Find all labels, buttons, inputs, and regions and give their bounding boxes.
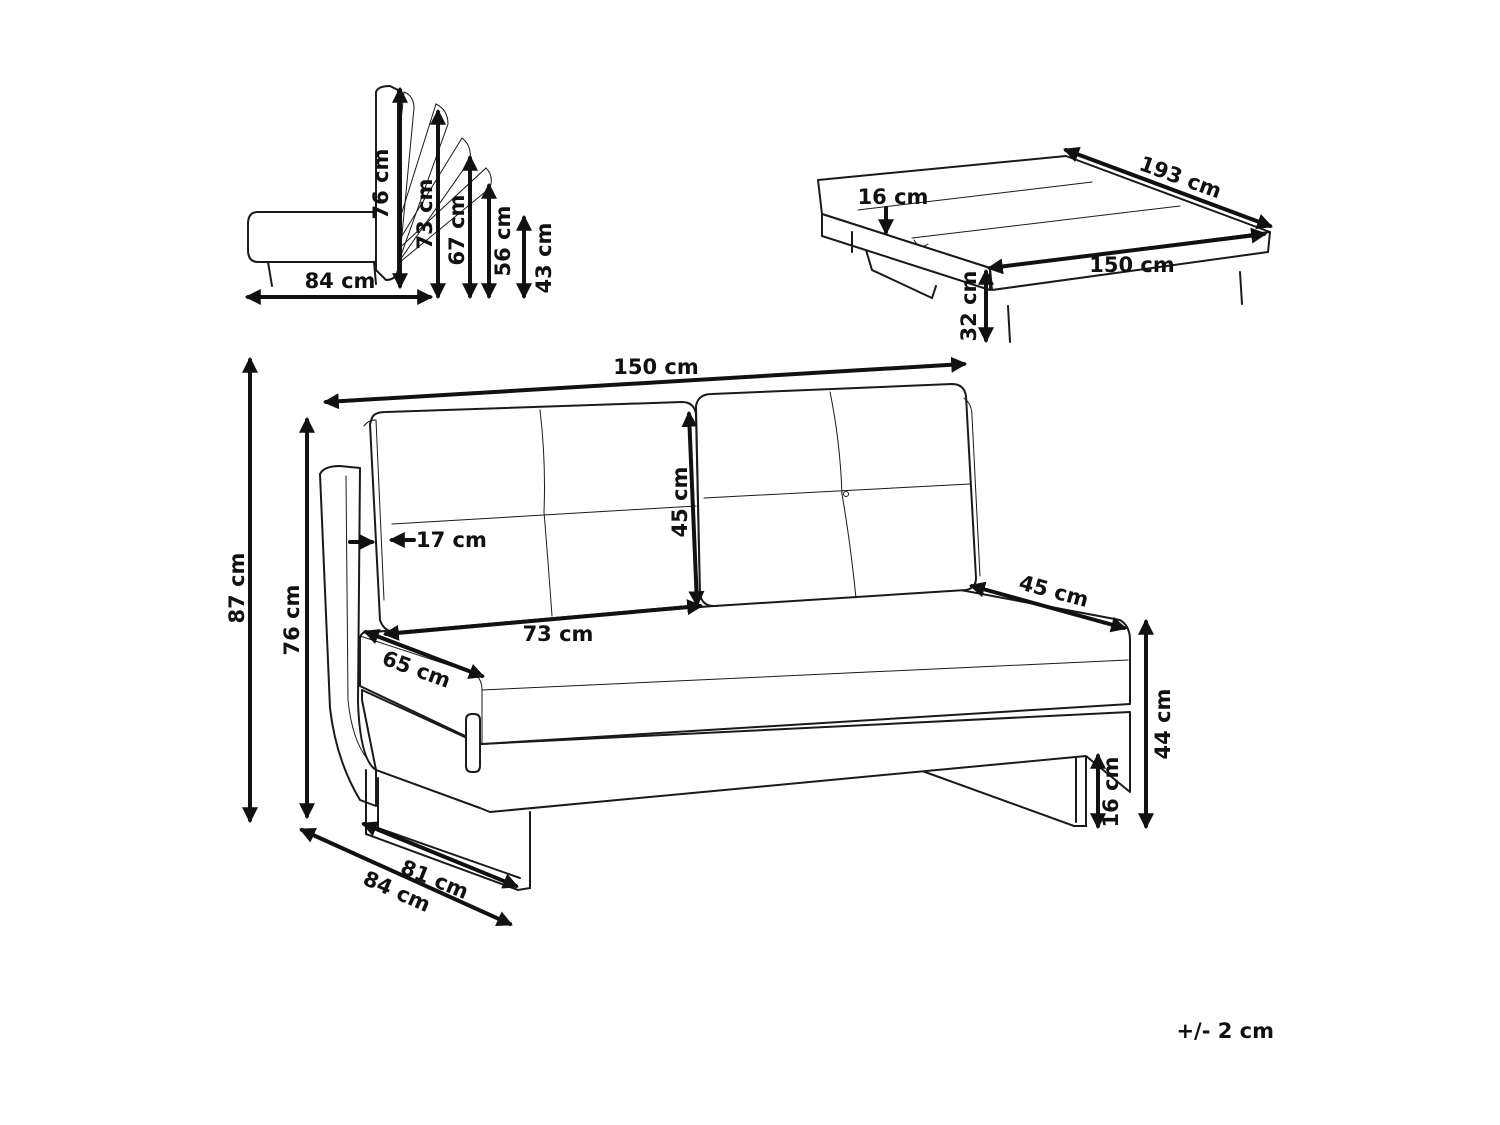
bed-height-label: 32 cm [957, 271, 981, 342]
recline-height-pos4-label: 56 cm [491, 206, 515, 277]
bed-width-label: 150 cm [1089, 253, 1174, 277]
backrest-offset-label: 17 cm [416, 528, 487, 552]
leg-height-label: 16 cm [1099, 757, 1123, 828]
recline-depth-label: 84 cm [305, 269, 376, 293]
recline-height-upright-label: 76 cm [369, 149, 393, 220]
recline-height-pos2-label: 73 cm [413, 179, 437, 250]
bed-cushion-thickness-label: 16 cm [858, 185, 929, 209]
tolerance-note: +/- 2 cm [1176, 1019, 1274, 1043]
seat-width-label: 73 cm [523, 622, 594, 646]
sofa-total-height-label: 87 cm [225, 553, 249, 624]
recline-height-pos3-label: 67 cm [445, 195, 469, 266]
seat-height-label: 44 cm [1151, 689, 1175, 760]
recline-height-flat-label: 43 cm [532, 223, 556, 294]
recline-side-view: 84 cm 76 cm 73 cm 67 cm 56 cm 43 cm [244, 85, 556, 305]
backrest-height-label: 45 cm [668, 467, 692, 538]
sofa-height-label: 76 cm [280, 585, 304, 656]
sofa-width-label: 150 cm [613, 355, 698, 379]
sofa-main-view: 150 cm 87 cm 76 cm 45 cm 17 cm 73 cm 65 … [225, 355, 1175, 927]
bed-mode-view: 16 cm 193 cm 150 cm 32 cm [817, 146, 1273, 344]
